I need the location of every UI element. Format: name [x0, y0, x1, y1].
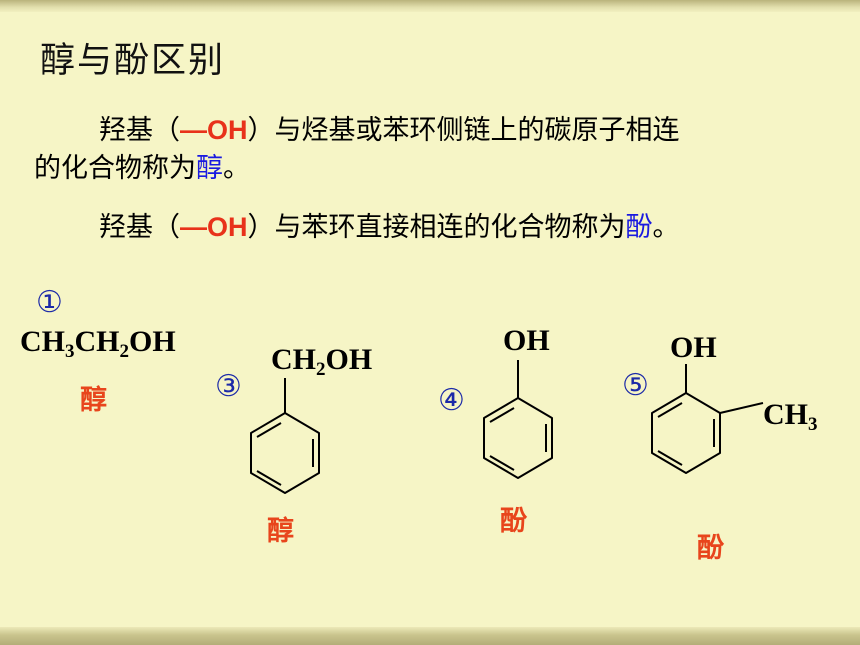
- classification-label: 醇: [267, 516, 294, 547]
- example-number: ③: [215, 369, 242, 404]
- term-alcohol: 醇: [196, 153, 223, 184]
- bottom-decor-band: [0, 627, 860, 645]
- hydroxyl-group: —OH: [180, 115, 248, 145]
- definition-text: 。: [652, 212, 680, 243]
- classification-label: 酚: [697, 533, 724, 564]
- benzyl-alcohol-formula: CH2OH: [271, 343, 373, 380]
- benzene-ring: [651, 364, 764, 474]
- phenol-oh: OH: [503, 324, 550, 357]
- definition-text: 。: [223, 153, 250, 184]
- benzene-ring: [250, 378, 320, 494]
- definition-text: ）与烃基或苯环侧链上的碳原子相连: [247, 115, 680, 146]
- example-number: ⑤: [622, 368, 649, 403]
- definition-text: 羟基（: [99, 212, 180, 243]
- page-title: 醇与酚区别: [40, 41, 226, 81]
- example-number: ①: [36, 285, 63, 320]
- definition-alcohol-line1: 羟基（—OH）与烃基或苯环侧链上的碳原子相连: [99, 108, 680, 147]
- ethanol-formula: CH3CH2OH: [20, 325, 176, 362]
- classification-label: 酚: [500, 506, 527, 537]
- definition-alcohol-line2: 的化合物称为醇。: [34, 146, 250, 185]
- top-decor-band: [0, 0, 860, 12]
- cresol-oh: OH: [670, 331, 717, 364]
- definition-text: ）与苯环直接相连的化合物称为: [247, 212, 626, 243]
- definition-phenol: 羟基（—OH）与苯环直接相连的化合物称为酚。: [99, 205, 680, 244]
- term-phenol: 酚: [625, 212, 653, 243]
- benzene-ring: [483, 360, 553, 479]
- example-number: ④: [438, 383, 465, 418]
- definition-text: 的化合物称为: [34, 153, 196, 184]
- hydroxyl-group: —OH: [180, 212, 248, 242]
- definition-text: 羟基（: [99, 115, 180, 146]
- classification-label: 醇: [80, 385, 107, 416]
- cresol-methyl: CH3: [763, 398, 818, 435]
